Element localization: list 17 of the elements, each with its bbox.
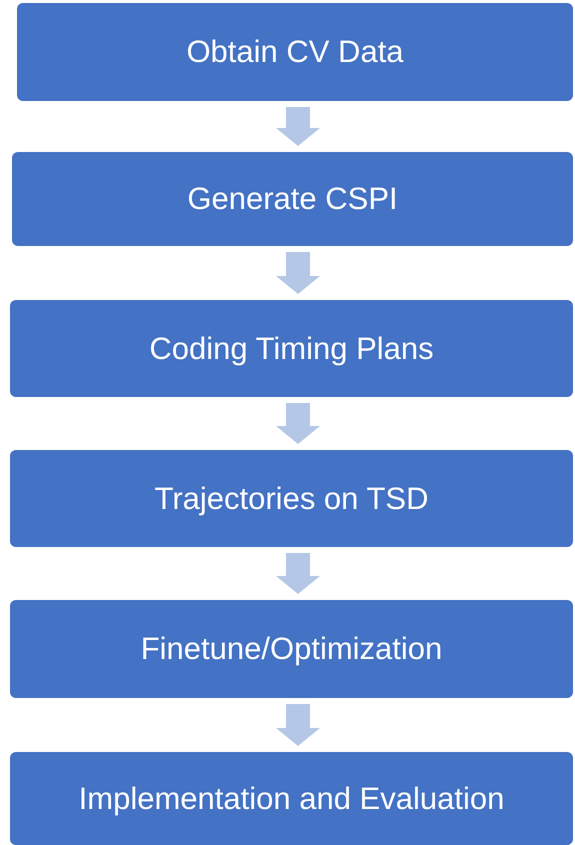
block-arrow	[276, 553, 320, 594]
block-arrow	[276, 107, 320, 146]
block-arrow	[276, 403, 320, 444]
step-label: Coding Timing Plans	[149, 330, 434, 366]
process-box	[10, 600, 573, 698]
process-box	[10, 300, 573, 397]
process-box	[10, 450, 573, 547]
step-label: Trajectories on TSD	[154, 480, 428, 516]
step-label: Obtain CV Data	[186, 34, 404, 70]
step-label: Implementation and Evaluation	[78, 780, 504, 816]
process-box	[10, 752, 573, 845]
block-arrow	[276, 704, 320, 746]
process-box	[12, 152, 573, 246]
block-arrow	[276, 252, 320, 294]
step-label: Generate CSPI	[187, 181, 398, 217]
process-box	[17, 3, 573, 101]
step-label: Finetune/Optimization	[140, 631, 442, 667]
